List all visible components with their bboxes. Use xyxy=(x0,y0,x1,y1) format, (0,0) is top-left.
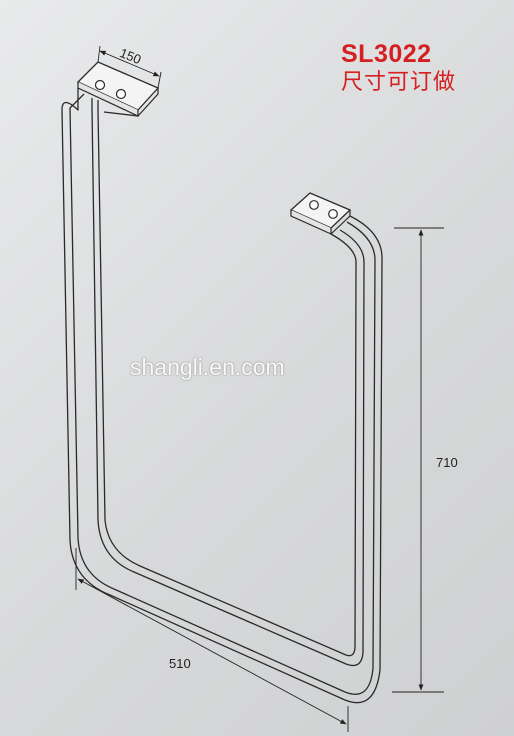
custom-size-note: 尺寸可订做 xyxy=(341,70,457,95)
watermark-text: shangli.en.com xyxy=(130,354,285,380)
model-number: SL3022 xyxy=(341,40,432,68)
leg-frame xyxy=(61,88,383,704)
bracket-dimension-label: 150 xyxy=(118,45,144,67)
width-dimension-label: 510 xyxy=(169,656,191,671)
width-dimension: 510 xyxy=(75,548,349,732)
bolt-hole xyxy=(94,79,106,91)
right-mounting-bracket xyxy=(289,192,352,235)
bolt-hole xyxy=(328,209,338,219)
height-dimension-label: 710 xyxy=(436,455,458,470)
bolt-hole xyxy=(115,88,127,100)
bolt-hole xyxy=(309,200,319,210)
left-mounting-bracket xyxy=(76,61,160,117)
height-dimension: 710 xyxy=(392,227,458,693)
bracket-dimension: 150 xyxy=(97,45,162,89)
